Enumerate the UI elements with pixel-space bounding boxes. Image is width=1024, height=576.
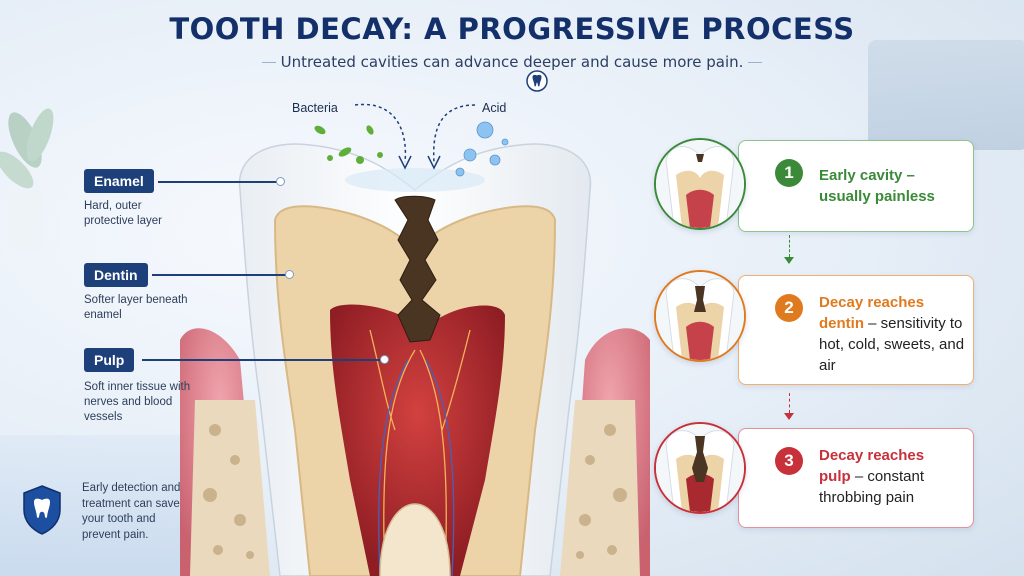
subtitle-row: Untreated cavities can advance deeper an… <box>0 53 1024 72</box>
layer-desc-enamel: Hard, outer protective layer <box>84 200 162 227</box>
stage-image-1 <box>654 138 746 230</box>
tooth-cross-section <box>180 103 650 576</box>
stage-image-3 <box>654 422 746 514</box>
stage-number-2: 2 <box>775 294 803 322</box>
stage-title-3: Decay reaches <box>819 447 925 464</box>
footer-note: Early detection and treatment can save y… <box>82 482 181 541</box>
stage-card-3: 3 Decay reaches pulp – constant throbbing… <box>738 428 974 528</box>
stage-image-2 <box>654 270 746 362</box>
stage-highlight-2: dentin <box>819 315 864 332</box>
stage-card-2: 2 Decay reaches dentin – sensitivity to h… <box>738 275 974 385</box>
stage-text-3: Decay reaches pulp – constant throbbing p… <box>819 445 969 508</box>
stage-title-2: Decay reaches <box>819 294 925 311</box>
leader-dot-enamel <box>276 177 285 186</box>
bacteria-label: Bacteria <box>292 101 338 115</box>
layer-desc-pulp: Soft inner tissue with nerves and blood … <box>84 381 191 423</box>
stage-card-1: 1 Early cavity – usually painless <box>738 140 974 232</box>
leader-dentin <box>152 274 287 276</box>
stage-highlight-3: pulp <box>819 468 851 485</box>
background-monitor <box>868 40 1024 150</box>
page-subtitle: Untreated cavities can advance deeper an… <box>280 53 744 71</box>
subtitle-divider-left <box>262 62 276 63</box>
arrow-2-3 <box>789 393 790 413</box>
stage-rest-3: – constant throbbing pain <box>819 468 925 506</box>
layer-desc-dentin: Softer layer beneath enamel <box>84 294 188 321</box>
stage-rest-2: – sensitivity to hot, cold, sweets, and … <box>819 315 965 374</box>
arrowhead-1-2 <box>784 257 794 264</box>
layer-tag-enamel: Enamel <box>84 169 154 193</box>
acid-label: Acid <box>482 101 507 115</box>
stage-number-3: 3 <box>775 447 803 475</box>
background-plant-icon <box>0 108 54 250</box>
leader-dot-pulp <box>380 355 389 364</box>
stage-text-1: Early cavity – usually painless <box>819 167 935 205</box>
leader-pulp <box>142 359 382 361</box>
leader-enamel <box>158 181 278 183</box>
stage-text-2: Decay reaches dentin – sensitivity to hot… <box>819 292 969 376</box>
shield-tooth-icon <box>23 485 61 535</box>
arrow-1-2 <box>789 235 790 257</box>
layer-tag-pulp: Pulp <box>84 348 135 372</box>
arrowhead-2-3 <box>784 413 794 420</box>
subtitle-divider-right <box>748 62 762 63</box>
stage-number-1: 1 <box>775 159 803 187</box>
layer-tag-dentin: Dentin <box>84 263 148 287</box>
leader-dot-dentin <box>285 270 294 279</box>
page-title: TOOTH DECAY: A PROGRESSIVE PROCESS <box>169 12 855 46</box>
tooth-badge-icon <box>526 70 548 92</box>
